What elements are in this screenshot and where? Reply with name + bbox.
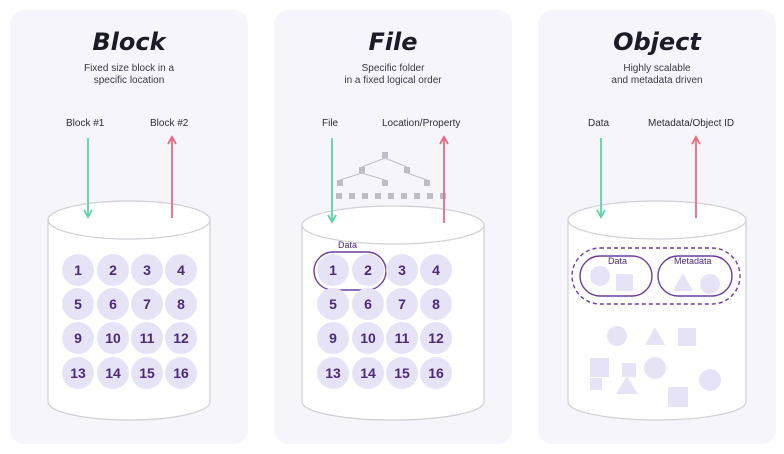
circle-shape: [700, 274, 720, 294]
file-number: 10: [352, 322, 384, 354]
panel-title: Object: [613, 28, 701, 56]
block-number: 2: [97, 254, 129, 286]
file-number: 15: [386, 357, 418, 389]
arrow-up-icon: [167, 135, 177, 218]
block-number: 12: [165, 322, 197, 354]
data-group-label: Data: [338, 240, 358, 250]
cylinder-icon: [47, 220, 211, 421]
block-number: 8: [165, 288, 197, 320]
file-number: 3: [386, 254, 418, 286]
panel-title: File: [368, 28, 418, 56]
data-group-label: Data: [608, 256, 628, 266]
subtitle-line: Specific folder: [361, 63, 425, 74]
block-number: 5: [62, 288, 94, 320]
file-number: 4: [420, 254, 452, 286]
label-out: Location/Property: [382, 118, 461, 129]
block-number: 7: [131, 288, 163, 320]
object-diagram-art: [567, 135, 747, 421]
square-shape: [616, 274, 633, 291]
file-number: 13: [317, 357, 349, 389]
metadata-group-label: Metadata: [674, 256, 712, 266]
block-number: 6: [97, 288, 129, 320]
arrow-up-icon: [439, 135, 449, 223]
subtitle-line: Fixed size block in a: [83, 63, 175, 74]
cylinder-top: [301, 205, 485, 245]
arrow-down-icon: [83, 138, 93, 219]
file-panel: File Specific folder in a fixed logical …: [274, 10, 512, 444]
label-in: File: [322, 118, 339, 129]
block-number: 1: [62, 254, 94, 286]
label-in: Data: [588, 118, 610, 129]
file-number: 6: [352, 288, 384, 320]
block-number: 15: [131, 357, 163, 389]
arrow-up-icon: [691, 135, 701, 218]
panel-title: Block: [92, 28, 166, 56]
arrow-down-icon: [327, 138, 337, 224]
block-number: 3: [131, 254, 163, 286]
data-group-outline: [579, 255, 653, 297]
label-out: Block #2: [150, 118, 189, 129]
block-number: 11: [131, 322, 163, 354]
block-number: 16: [165, 357, 197, 389]
label-out: Metadata/Object ID: [648, 118, 735, 129]
block-number: 9: [62, 322, 94, 354]
panel-subtitle: Specific folder in a fixed logical order: [274, 63, 512, 87]
subtitle-line: and metadata driven: [611, 75, 703, 86]
folder-tree-icon: [336, 152, 446, 199]
circle-shape: [590, 266, 610, 286]
file-number: 11: [386, 322, 418, 354]
block-number: 4: [165, 254, 197, 286]
block-panel: Block Fixed size block in a specific loc…: [10, 10, 248, 444]
label-in: Block #1: [66, 118, 105, 129]
metadata-group-outline: [657, 255, 733, 297]
arrow-down-icon: [596, 138, 606, 219]
subtitle-line: Highly scalable: [623, 63, 691, 74]
file-number: 7: [386, 288, 418, 320]
object-shapes-cloud: [590, 326, 721, 407]
file-number: 5: [317, 288, 349, 320]
file-number: 2: [352, 254, 384, 286]
subtitle-line: in a fixed logical order: [344, 75, 442, 86]
file-number: 8: [420, 288, 452, 320]
cylinder-icon: [567, 220, 747, 421]
object-group-dashed-outline: [571, 247, 741, 305]
cylinder-top: [567, 200, 747, 240]
file-number: 1: [317, 254, 349, 286]
object-panel: Object Highly scalable and metadata driv…: [538, 10, 776, 444]
block-number: 10: [97, 322, 129, 354]
triangle-shape: [673, 273, 693, 291]
file-number: 9: [317, 322, 349, 354]
block-number: 13: [62, 357, 94, 389]
panel-subtitle: Highly scalable and metadata driven: [538, 63, 776, 87]
subtitle-line: specific location: [93, 75, 165, 86]
file-number: 14: [352, 357, 384, 389]
cylinder-top: [47, 200, 211, 240]
file-number: 16: [420, 357, 452, 389]
block-number: 14: [97, 357, 129, 389]
panel-subtitle: Fixed size block in a specific location: [10, 63, 248, 87]
file-number: 12: [420, 322, 452, 354]
